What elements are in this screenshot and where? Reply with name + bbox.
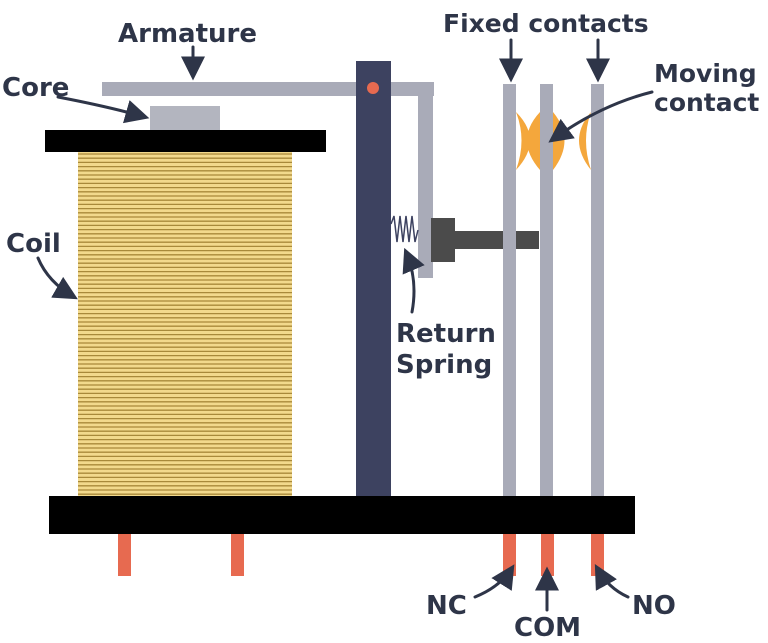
return-spring-label-line2: Spring: [396, 350, 492, 380]
com-pin: [541, 534, 554, 576]
armature: [102, 82, 434, 278]
coil: [78, 150, 292, 498]
armature-horizontal: [102, 82, 434, 96]
pins: [118, 534, 604, 576]
contact-blades: [503, 84, 604, 498]
coil-label: Coil: [6, 229, 61, 259]
armature-label: Armature: [118, 19, 257, 49]
fixed-contacts-label: Fixed contacts: [443, 9, 649, 38]
moving-contact-com: [540, 84, 553, 498]
fixed-contact-tip-nc: [516, 112, 530, 170]
pusher-block: [431, 218, 455, 262]
core: [150, 106, 220, 130]
yoke-post: [356, 61, 391, 499]
fixed-contact-tip-no: [579, 112, 591, 170]
fixed-contact-no: [591, 84, 604, 498]
nc-arrow-icon: [473, 564, 515, 599]
pusher-rod: [455, 231, 539, 249]
return-spring: [390, 215, 419, 243]
base-plate: [49, 496, 635, 534]
coil-body: [78, 150, 292, 498]
coil-pin-left: [118, 534, 131, 576]
return-spring-label-line1: Return: [396, 319, 496, 349]
coil-windings: [78, 153, 292, 495]
com-label: COM: [514, 613, 581, 643]
pivot-point: [367, 82, 379, 94]
coil-top-plate: [45, 130, 326, 152]
moving-contact-label-line2: contact: [654, 88, 759, 117]
moving-contact-arrow-icon: [548, 90, 654, 143]
armature-vertical: [418, 82, 433, 278]
moving-contact-label-line1: Moving: [654, 59, 757, 88]
core-arrow-icon: [56, 95, 150, 124]
fixed-contact-nc: [503, 84, 516, 498]
coil-arrow-icon: [36, 256, 78, 300]
pointer-arrows: [36, 38, 654, 612]
no-label: NO: [632, 591, 676, 621]
no-arrow-icon: [594, 564, 630, 599]
core-label: Core: [2, 73, 69, 103]
coil-pin-right: [231, 534, 244, 576]
return-spring-arrow-icon: [402, 247, 425, 314]
nc-label: NC: [426, 591, 467, 621]
